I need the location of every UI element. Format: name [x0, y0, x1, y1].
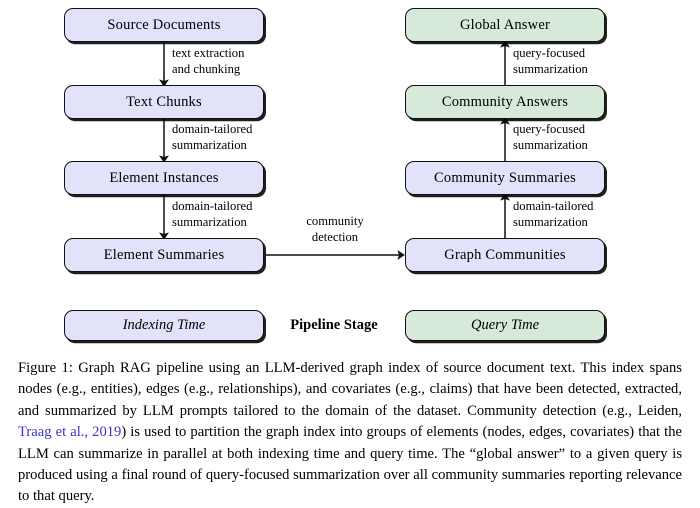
node-text-chunks[interactable]: Text Chunks	[64, 85, 264, 119]
edge-label-line-1: community	[306, 214, 364, 228]
edge-label-line-2: detection	[311, 229, 359, 244]
node-global-answer[interactable]: Global Answer	[405, 8, 605, 42]
caption-part-1: Graph RAG pipeline using an LLM-derived …	[18, 360, 682, 419]
node-label: Community Answers	[441, 93, 569, 110]
node-label: Element Instances	[109, 169, 219, 186]
edge-label-domain-tailored-summarization-1: domain-tailored summarization	[172, 122, 252, 153]
node-graph-communities[interactable]: Graph Communities	[405, 238, 605, 272]
edge-label-line-2: and chunking	[172, 61, 241, 76]
edge-label-line-1: query-focused	[513, 122, 586, 136]
legend-query-time[interactable]: Query Time	[405, 310, 605, 341]
edge-label-line-1: domain-tailored	[172, 199, 253, 213]
legend-label: Query Time	[470, 317, 540, 333]
node-label: Source Documents	[107, 16, 221, 33]
edge-label-line-2: summarization	[172, 137, 247, 152]
citation-link[interactable]: Traag et al., 2019	[18, 424, 122, 441]
edge-label-line-2: summarization	[513, 137, 588, 152]
node-element-instances[interactable]: Element Instances	[64, 161, 264, 195]
edge-label-line-2: summarization	[513, 61, 588, 76]
figure-caption: Figure 1: Graph RAG pipeline using an LL…	[18, 358, 682, 508]
edge-label-domain-tailored-summarization-3: domain-tailored summarization	[513, 199, 593, 230]
edge-label-query-focused-summarization-2: query-focused summarization	[513, 122, 588, 153]
edge-label-line-1: domain-tailored	[172, 122, 253, 136]
node-label: Text Chunks	[126, 93, 202, 110]
node-element-summaries[interactable]: Element Summaries	[64, 238, 264, 272]
edge-label-text-extraction-and-chunking: text extraction and chunking	[172, 46, 244, 77]
legend-label: Indexing Time	[122, 317, 206, 333]
node-community-answers[interactable]: Community Answers	[405, 85, 605, 119]
edge-label-line-2: summarization	[513, 214, 588, 229]
edge-label-community-detection: community detection	[290, 214, 380, 245]
edge-label-line-1: domain-tailored	[513, 199, 594, 213]
node-source-documents[interactable]: Source Documents	[64, 8, 264, 42]
edge-label-line-1: text extraction	[172, 46, 245, 60]
edge-label-query-focused-summarization-1: query-focused summarization	[513, 46, 588, 77]
edge-label-line-2: summarization	[172, 214, 247, 229]
node-community-summaries[interactable]: Community Summaries	[405, 161, 605, 195]
node-label: Graph Communities	[444, 246, 566, 263]
legend-label-text: Pipeline Stage	[290, 317, 378, 333]
caption-prefix: Figure 1:	[18, 360, 73, 376]
edge-label-line-1: query-focused	[513, 46, 586, 60]
legend-indexing-time[interactable]: Indexing Time	[64, 310, 264, 341]
graph-rag-pipeline-figure: Source Documents Text Chunks Element Ins…	[64, 8, 605, 341]
edge-label-domain-tailored-summarization-2: domain-tailored summarization	[172, 199, 252, 230]
caption-part-2: ) is used to partition the graph index i…	[18, 424, 683, 505]
node-label: Community Summaries	[434, 169, 576, 186]
node-label: Global Answer	[460, 16, 550, 33]
node-label: Element Summaries	[103, 246, 225, 263]
legend-pipeline-stage: Pipeline Stage	[274, 317, 394, 334]
